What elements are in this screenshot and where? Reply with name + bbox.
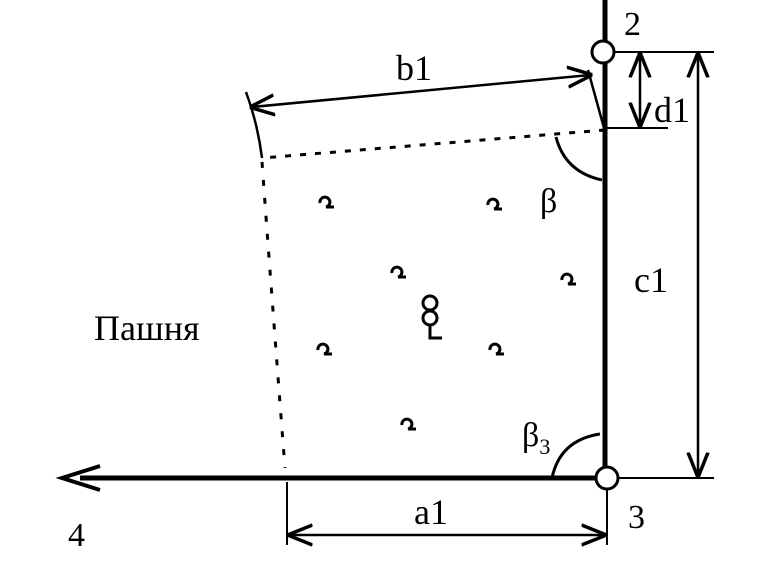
tree-symbol-7 xyxy=(400,417,416,431)
contour-left-dotted xyxy=(260,161,287,469)
tree-symbol-3 xyxy=(390,265,406,279)
beta3-angle-arc xyxy=(550,432,601,479)
b1-extension-left xyxy=(244,91,264,159)
beta3-subscript: 3 xyxy=(539,434,550,459)
tree-group-symbol xyxy=(421,294,442,340)
b1-extension-right xyxy=(586,69,606,129)
a1-label: a1 xyxy=(414,492,448,532)
tree-symbols xyxy=(316,195,576,431)
beta3-label: β3 xyxy=(522,417,550,459)
area-label-pashnya: Пашня xyxy=(94,308,200,348)
b1-label: b1 xyxy=(396,48,432,88)
station-2-label: 2 xyxy=(624,6,641,43)
beta3-base: β xyxy=(522,417,539,454)
beta-angle-arc xyxy=(554,136,603,182)
c1-label: c1 xyxy=(634,260,668,300)
station-3-marker xyxy=(594,465,620,491)
d1-label: d1 xyxy=(654,90,690,130)
tree-symbol-5 xyxy=(316,342,332,356)
station-4-label: 4 xyxy=(68,517,85,554)
beta-label: β xyxy=(540,183,557,220)
tree-symbol-4 xyxy=(560,272,576,286)
tree-symbol-6 xyxy=(488,342,504,356)
b1-dimension-line xyxy=(252,75,590,107)
tree-symbol-1 xyxy=(318,195,334,209)
contour-top-dotted xyxy=(261,128,606,160)
tree-symbol-2 xyxy=(486,197,502,211)
baseline-arrowhead xyxy=(55,464,101,492)
station-3-label: 3 xyxy=(628,499,645,536)
station-2-marker xyxy=(590,39,616,65)
